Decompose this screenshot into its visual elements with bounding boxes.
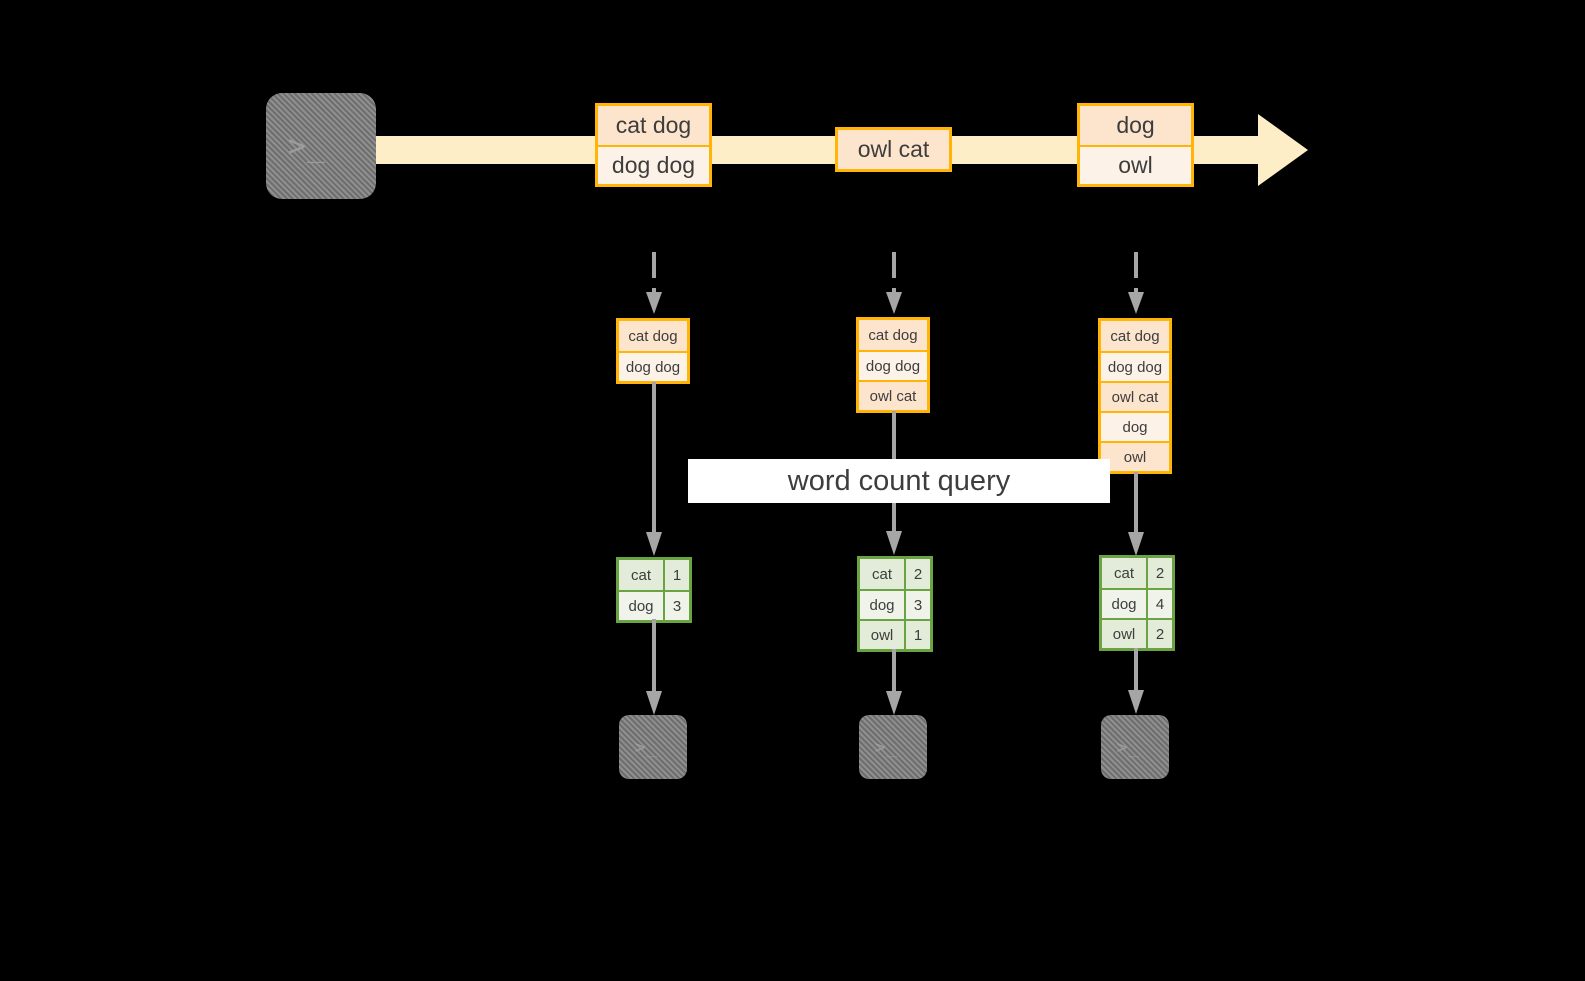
terminal-prompt-glyph: >_ [634, 736, 659, 758]
table-row: owl 1 [860, 619, 930, 649]
result-3-word-3: owl [1102, 620, 1146, 648]
result-1-word-1: cat [619, 560, 663, 590]
accumulated-3-row-2: dog dog [1101, 351, 1169, 381]
accumulated-3-row-4: dog [1101, 411, 1169, 441]
query-connector-3 [1127, 472, 1147, 560]
terminal-prompt-glyph: >_ [874, 736, 899, 758]
stream-batch-2-row-1: owl cat [838, 130, 949, 169]
table-row: cat 2 [1102, 558, 1172, 588]
result-2-word-3: owl [860, 621, 904, 649]
accumulated-stack-2: cat dog dog dog owl cat [856, 317, 930, 413]
stream-batch-3-row-1: dog [1080, 106, 1191, 145]
result-2-count-2: 3 [904, 591, 930, 619]
result-2-word-2: dog [860, 591, 904, 619]
stream-batch-3-row-2: owl [1080, 145, 1191, 184]
result-table-1: cat 1 dog 3 [616, 557, 692, 623]
accumulated-3-row-5: owl [1101, 441, 1169, 471]
sink-terminal-icon-3: >_ [1101, 715, 1169, 779]
table-row: cat 1 [619, 560, 689, 590]
result-3-word-2: dog [1102, 590, 1146, 618]
stream-batch-1-row-1: cat dog [598, 106, 709, 145]
dashed-connector-3 [1127, 252, 1147, 320]
table-row: dog 4 [1102, 588, 1172, 618]
table-row: cat 2 [860, 559, 930, 589]
result-3-count-1: 2 [1146, 558, 1172, 588]
result-2-count-1: 2 [904, 559, 930, 589]
sink-connector-1 [645, 619, 665, 719]
accumulated-1-row-1: cat dog [619, 321, 687, 351]
sink-terminal-icon-1: >_ [619, 715, 687, 779]
terminal-prompt-glyph: >_ [1116, 736, 1141, 758]
sink-connector-3 [1127, 648, 1147, 718]
stream-batch-3: dog owl [1077, 103, 1194, 187]
accumulated-2-row-1: cat dog [859, 320, 927, 350]
stream-batch-2: owl cat [835, 127, 952, 172]
query-label: word count query [688, 459, 1110, 503]
accumulated-3-row-1: cat dog [1101, 321, 1169, 351]
stream-batch-1: cat dog dog dog [595, 103, 712, 187]
accumulated-2-row-3: owl cat [859, 380, 927, 410]
sink-terminal-icon-2: >_ [859, 715, 927, 779]
accumulated-stack-3: cat dog dog dog owl cat dog owl [1098, 318, 1172, 474]
sink-connector-2 [885, 649, 905, 719]
source-terminal-icon: >_ [266, 93, 376, 199]
result-1-word-2: dog [619, 592, 663, 620]
result-3-word-1: cat [1102, 558, 1146, 588]
result-1-count-2: 3 [663, 592, 689, 620]
result-3-count-3: 2 [1146, 620, 1172, 648]
table-row: dog 3 [860, 589, 930, 619]
query-connector-1 [645, 382, 665, 560]
terminal-prompt-glyph: >_ [287, 128, 326, 164]
result-3-count-2: 4 [1146, 590, 1172, 618]
accumulated-2-row-2: dog dog [859, 350, 927, 380]
accumulated-1-row-2: dog dog [619, 351, 687, 381]
stream-batch-1-row-2: dog dog [598, 145, 709, 184]
result-table-2: cat 2 dog 3 owl 1 [857, 556, 933, 652]
dashed-connector-2 [885, 252, 905, 320]
table-row: dog 3 [619, 590, 689, 620]
accumulated-stack-1: cat dog dog dog [616, 318, 690, 384]
accumulated-3-row-3: owl cat [1101, 381, 1169, 411]
table-row: owl 2 [1102, 618, 1172, 648]
result-2-count-3: 1 [904, 621, 930, 649]
dashed-connector-1 [645, 252, 665, 320]
result-table-3: cat 2 dog 4 owl 2 [1099, 555, 1175, 651]
result-1-count-1: 1 [663, 560, 689, 590]
result-2-word-1: cat [860, 559, 904, 589]
